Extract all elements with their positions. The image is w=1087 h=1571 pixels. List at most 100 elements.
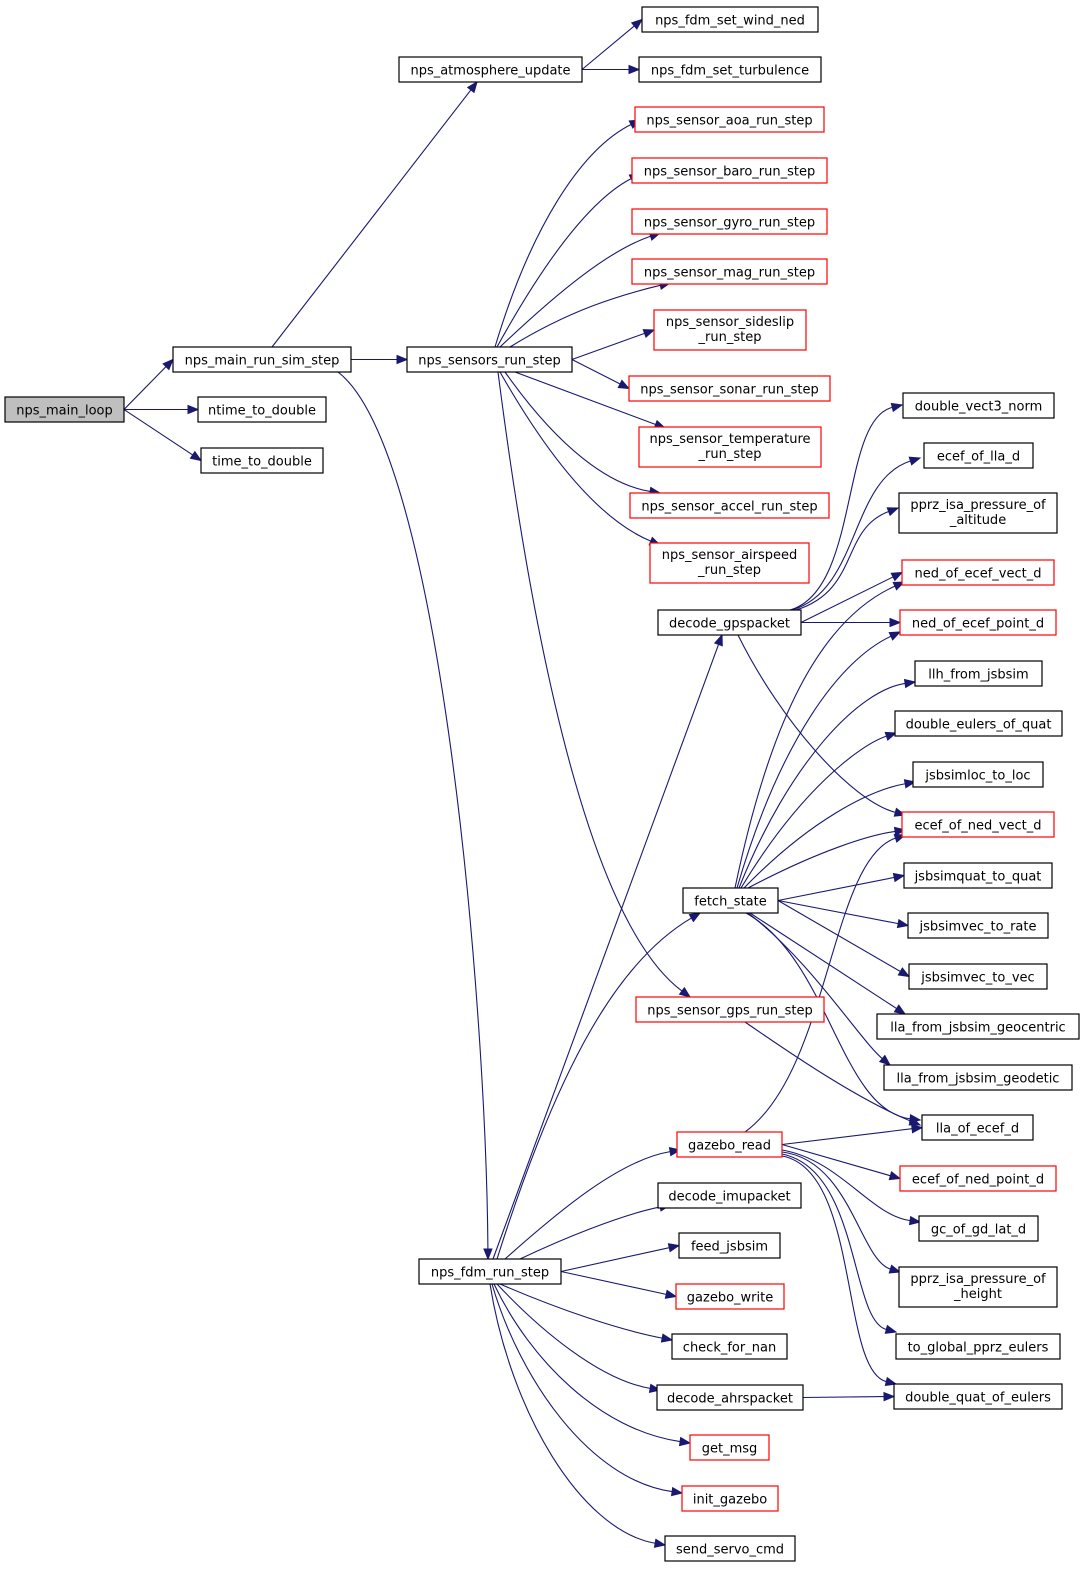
node-decode-ahrspacket[interactable]: decode_ahrspacket [656, 1384, 804, 1411]
node-gc-of-gd-lat-d[interactable]: gc_of_gd_lat_d [918, 1215, 1039, 1242]
edge-fetch_state-to-llh_from_jsbsim [738, 678, 917, 889]
edge-fetch_state-to-double_eulers_of_quat [740, 731, 898, 889]
node-lla-from-jsbsim-geocentric[interactable]: lla_from_jsbsim_geocentric [876, 1013, 1080, 1040]
node-init-gazebo[interactable]: init_gazebo [681, 1485, 779, 1512]
edge-arrowhead [908, 1215, 922, 1226]
node-box [628, 375, 831, 402]
node-nps-main-loop[interactable]: nps_main_loop [4, 396, 125, 423]
node-label: decode_gpspacket [669, 617, 790, 632]
edge-arrowhead [890, 402, 904, 413]
node-label: _altitude [949, 513, 1006, 528]
node-llh-from-jsbsim[interactable]: llh_from_jsbsim [914, 660, 1043, 687]
node-box [912, 761, 1044, 788]
node-fetch-state[interactable]: fetch_state [682, 887, 779, 914]
edge-line [560, 1247, 670, 1273]
edge-arrowhead [884, 1324, 898, 1334]
edge-arrowhead [908, 1113, 922, 1124]
node-ned-of-ecef-point-d[interactable]: ned_of_ecef_point_d [899, 609, 1057, 636]
node-box [676, 1131, 783, 1158]
node-ecef-of-lla-d[interactable]: ecef_of_lla_d [923, 442, 1034, 469]
edge-line [738, 682, 906, 889]
edge-arrowhead [653, 1538, 667, 1548]
node-double-vect3-norm[interactable]: double_vect3_norm [902, 392, 1055, 419]
node-nps-fdm-run-step[interactable]: nps_fdm_run_step [418, 1258, 562, 1285]
node-label: lla_of_ecef_d [936, 1122, 1019, 1137]
edge-arrowhead [678, 1436, 692, 1447]
node-lla-of-ecef-d[interactable]: lla_of_ecef_d [921, 1114, 1034, 1141]
edge-arrowhead [903, 678, 917, 689]
node-jsbsimvec-to-rate[interactable]: jsbsimvec_to_rate [907, 912, 1049, 939]
node-nps-sensor-baro-run-step[interactable]: nps_sensor_baro_run_step [631, 157, 828, 184]
node-label: ned_of_ecef_vect_d [915, 567, 1042, 582]
node-feed-jsbsim[interactable]: feed_jsbsim [678, 1232, 781, 1259]
node-decode-imupacket[interactable]: decode_imupacket [657, 1182, 802, 1209]
node-pprz-isa-pressure-of-height[interactable]: pprz_isa_pressure_of_height [898, 1266, 1058, 1308]
node-nps-fdm-set-wind-ned[interactable]: nps_fdm_set_wind_ned [641, 6, 819, 33]
node-send-servo-cmd[interactable]: send_servo_cmd [664, 1535, 796, 1562]
node-nps-sensor-mag-run-step[interactable]: nps_sensor_mag_run_step [631, 258, 828, 285]
node-box [653, 309, 807, 351]
node-box [641, 6, 819, 33]
node-label: _run_step [697, 563, 761, 578]
edge-arrowhead [888, 1171, 902, 1181]
node-nps-sensor-airspeed-run-step[interactable]: nps_sensor_airspeed_run_step [649, 542, 810, 584]
node-get-msg[interactable]: get_msg [689, 1434, 770, 1461]
node-ned-of-ecef-vect-d[interactable]: ned_of_ecef_vect_d [901, 559, 1055, 586]
node-box [635, 996, 825, 1023]
edge-arrowhead [884, 1376, 898, 1387]
node-pprz-isa-pressure-of-altitude[interactable]: pprz_isa_pressure_of_altitude [898, 492, 1058, 534]
node-lla-from-jsbsim-geodetic[interactable]: lla_from_jsbsim_geodetic [883, 1064, 1073, 1091]
node-box [172, 346, 352, 373]
edge-arrowhead [878, 1054, 892, 1066]
node-gazebo-write[interactable]: gazebo_write [675, 1283, 785, 1310]
node-double-eulers-of-quat[interactable]: double_eulers_of_quat [894, 710, 1063, 737]
node-box [631, 157, 828, 184]
edge-arrowhead [162, 358, 174, 371]
edge-nps_fdm_run_step-to-send_servo_cmd [489, 1283, 667, 1548]
node-nps-sensor-sideslip-run-step[interactable]: nps_sensor_sideslip_run_step [653, 309, 807, 351]
edge-arrowhead [893, 1004, 907, 1015]
node-nps-sensor-aoa-run-step[interactable]: nps_sensor_aoa_run_step [634, 106, 825, 133]
node-double-quat-of-eulers[interactable]: double_quat_of_eulers [893, 1383, 1063, 1410]
edge-nps_fdm_run_step-to-get_msg [493, 1283, 692, 1447]
node-label: pprz_isa_pressure_of [910, 498, 1046, 513]
node-nps-atmosphere-update[interactable]: nps_atmosphere_update [398, 56, 583, 83]
edge-arrowhead [908, 456, 922, 466]
node-nps-main-run-sim-step[interactable]: nps_main_run_sim_step [172, 346, 352, 373]
node-label: gazebo_write [687, 1291, 773, 1306]
edge-arrowhead [896, 918, 910, 929]
node-nps-sensor-accel-run-step[interactable]: nps_sensor_accel_run_step [629, 492, 830, 519]
node-box [902, 392, 1055, 419]
edge-line [791, 460, 911, 611]
node-ecef-of-ned-point-d[interactable]: ecef_of_ned_point_d [899, 1165, 1057, 1192]
edge-line [744, 837, 896, 1133]
node-label: gazebo_read [688, 1139, 771, 1154]
node-decode-gpspacket[interactable]: decode_gpspacket [657, 609, 802, 636]
node-label: nps_sensor_sonar_run_step [640, 383, 819, 398]
node-box [675, 1283, 785, 1310]
node-nps-sensor-sonar-run-step[interactable]: nps_sensor_sonar_run_step [628, 375, 831, 402]
node-box [901, 811, 1055, 838]
node-ntime-to-double[interactable]: ntime_to_double [197, 396, 327, 423]
node-time-to-double[interactable]: time_to_double [200, 447, 324, 474]
node-label: nps_sensor_baro_run_step [644, 165, 816, 180]
node-to-global-pprz-eulers[interactable]: to_global_pprz_eulers [895, 1333, 1061, 1360]
node-label: get_msg [702, 1442, 758, 1457]
edge-line [743, 783, 906, 889]
node-nps-sensor-gps-run-step[interactable]: nps_sensor_gps_run_step [635, 996, 825, 1023]
node-nps-sensor-temperature-run-step[interactable]: nps_sensor_temperature_run_step [638, 426, 822, 468]
node-check-for-nan[interactable]: check_for_nan [671, 1333, 788, 1360]
node-ecef-of-ned-vect-d[interactable]: ecef_of_ned_vect_d [901, 811, 1055, 838]
node-box [903, 862, 1053, 889]
node-gazebo-read[interactable]: gazebo_read [676, 1131, 783, 1158]
edge-line [496, 1283, 651, 1389]
node-label: nps_main_run_sim_step [185, 354, 340, 369]
edge-arrowhead [483, 1248, 493, 1261]
node-jsbsimvec-to-vec[interactable]: jsbsimvec_to_vec [908, 963, 1048, 990]
node-nps-sensor-gyro-run-step[interactable]: nps_sensor_gyro_run_step [631, 208, 828, 235]
node-nps-sensors-run-step[interactable]: nps_sensors_run_step [406, 346, 573, 373]
node-jsbsimquat-to-quat[interactable]: jsbsimquat_to_quat [903, 862, 1053, 889]
node-label: nps_sensor_gyro_run_step [644, 216, 815, 231]
node-jsbsimloc-to-loc[interactable]: jsbsimloc_to_loc [912, 761, 1044, 788]
node-nps-fdm-set-turbulence[interactable]: nps_fdm_set_turbulence [638, 56, 822, 83]
